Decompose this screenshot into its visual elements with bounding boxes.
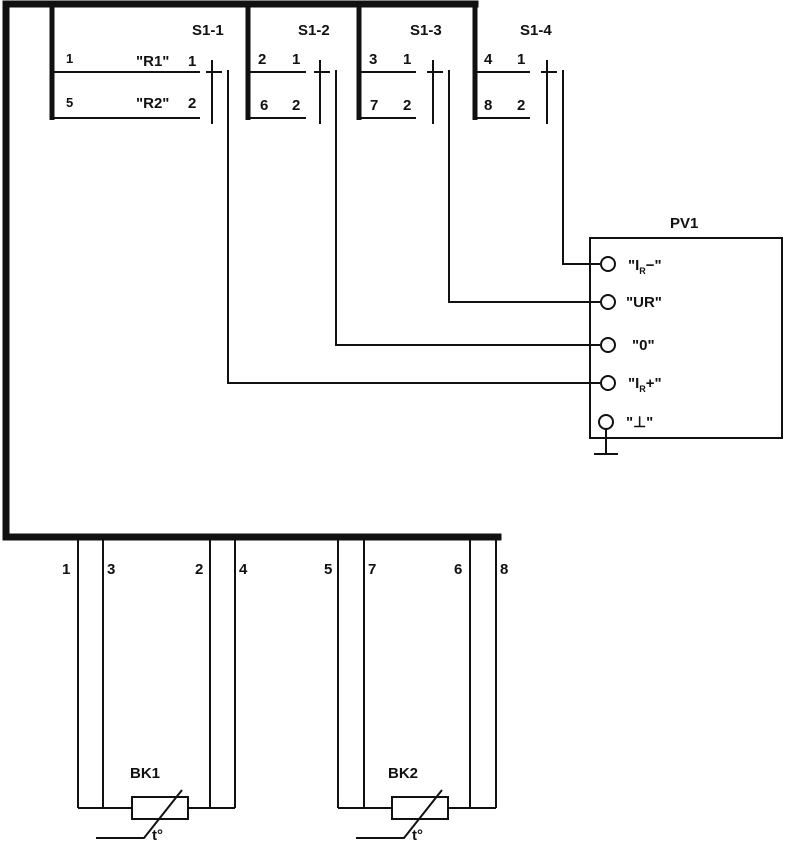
contact-number: 2 bbox=[292, 97, 300, 114]
wire-number: 7 bbox=[368, 561, 376, 578]
wire-s1-2-to-meter bbox=[335, 124, 600, 346]
contact-number: 2 bbox=[188, 95, 196, 112]
wire-number: 1 bbox=[62, 561, 70, 578]
contact-number: 2 bbox=[403, 97, 411, 114]
wire-number: 4 bbox=[239, 561, 248, 578]
meter-pv1: PV1 "IR−" "UR" "0" "IR+" "⊥" bbox=[589, 215, 783, 455]
cable-group-1: 1 3 2 4 bbox=[62, 537, 248, 809]
wire-s1-1-to-meter bbox=[227, 124, 600, 384]
meter-body bbox=[589, 237, 783, 439]
contact-number: 2 bbox=[517, 97, 525, 114]
sensor-bk2: BK2 t° bbox=[356, 765, 449, 844]
sensor-name: BK1 bbox=[130, 765, 160, 782]
switch-name: S1-3 bbox=[410, 22, 442, 39]
terminal-circle bbox=[598, 414, 614, 430]
contact-number: 8 bbox=[484, 97, 492, 114]
terminal-label: "IR−" bbox=[628, 257, 662, 276]
thermistor-icon bbox=[131, 796, 189, 820]
wire-s1-4-to-meter bbox=[562, 124, 600, 265]
terminal-circle bbox=[600, 337, 616, 353]
switch-s1-1: S1-1 1 "R1" 1 5 "R2" 2 bbox=[54, 22, 229, 124]
contact-number: 4 bbox=[484, 51, 493, 68]
switch-s1-2: S1-2 2 1 6 2 bbox=[250, 22, 337, 124]
thermistor-icon bbox=[391, 796, 449, 820]
meter-name: PV1 bbox=[670, 215, 698, 232]
terminal-circle bbox=[600, 256, 616, 272]
terminal-label: "0" bbox=[632, 337, 655, 354]
contact-number: 5 bbox=[66, 95, 73, 110]
switch-name: S1-4 bbox=[520, 22, 552, 39]
terminal-label: "IR+" bbox=[628, 375, 662, 394]
wire-number: 5 bbox=[324, 561, 332, 578]
wire-s1-3-to-meter bbox=[448, 124, 600, 303]
main-bus bbox=[2, 0, 502, 541]
cable-group-2: 5 7 6 8 bbox=[324, 537, 508, 809]
wire-number: 8 bbox=[500, 561, 508, 578]
terminal-label: "UR" bbox=[626, 294, 662, 311]
contact-label: "R1" bbox=[136, 53, 169, 70]
sensor-name: BK2 bbox=[388, 765, 418, 782]
contact-number: 6 bbox=[260, 97, 268, 114]
wire-number: 2 bbox=[195, 561, 203, 578]
contact-number: 1 bbox=[403, 51, 411, 68]
switch-name: S1-2 bbox=[298, 22, 330, 39]
switch-s1-4: S1-4 4 1 8 2 bbox=[477, 22, 564, 124]
contact-label: "R2" bbox=[136, 95, 169, 112]
sensor-bk1: BK1 t° bbox=[96, 765, 189, 844]
terminal-label: "⊥" bbox=[626, 414, 653, 431]
terminal-circle bbox=[600, 294, 616, 310]
contact-number: 7 bbox=[370, 97, 378, 114]
terminal-circle bbox=[600, 375, 616, 391]
contact-number: 1 bbox=[517, 51, 525, 68]
temp-label: t° bbox=[152, 827, 163, 844]
contact-number: 2 bbox=[258, 51, 266, 68]
switch-name: S1-1 bbox=[192, 22, 224, 39]
contact-number: 1 bbox=[292, 51, 300, 68]
contact-number: 1 bbox=[188, 53, 196, 70]
wire-number: 3 bbox=[107, 561, 115, 578]
contact-number: 3 bbox=[369, 51, 377, 68]
switch-s1-3: S1-3 3 1 7 2 bbox=[361, 22, 450, 124]
contact-number: 1 bbox=[66, 51, 73, 66]
wire-number: 6 bbox=[454, 561, 462, 578]
temp-label: t° bbox=[412, 827, 423, 844]
